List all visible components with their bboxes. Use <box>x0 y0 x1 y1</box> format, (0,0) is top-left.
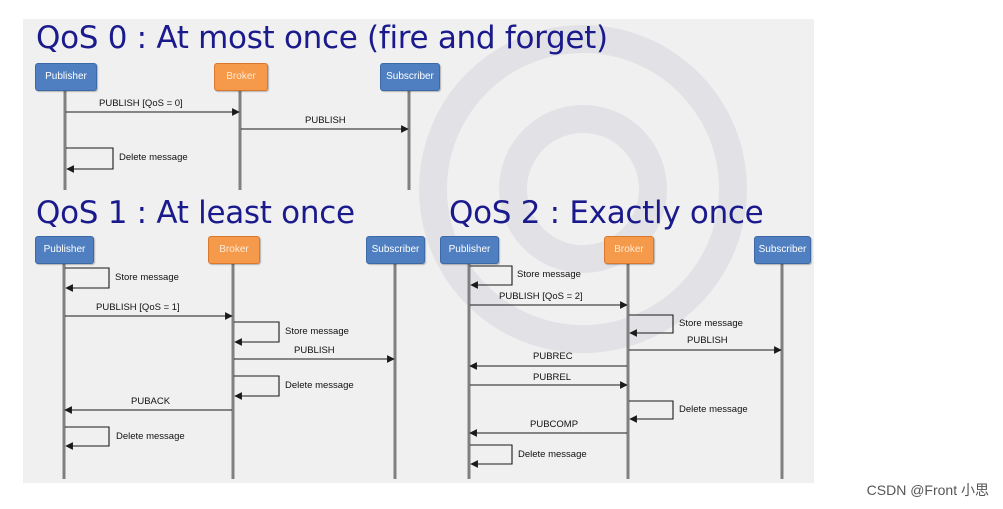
qos2-title: QoS 2 : Exactly once <box>449 195 764 231</box>
qos1-forward-label: PUBLISH <box>294 345 335 356</box>
qos2-store-broker-loop <box>629 314 674 337</box>
qos0-delete-label: Delete message <box>119 152 188 163</box>
sequence-arrows <box>62 25 784 479</box>
qos2-delete-pub-label: Delete message <box>518 449 587 460</box>
qos1-publisher-box: Publisher <box>35 236 94 264</box>
qos1-store-pub-label: Store message <box>115 272 179 283</box>
qos1-store-broker-loop <box>234 321 280 346</box>
qos2-pubrel-label: PUBREL <box>533 372 572 383</box>
qos2-pubrec-label: PUBREC <box>533 351 573 362</box>
qos0-delete-loop <box>66 147 114 173</box>
qos2-delete-pub-loop <box>470 444 513 468</box>
qos0-subscriber-box: Subscriber <box>380 63 440 91</box>
qos0-title: QoS 0 : At most once (fire and forget) <box>36 20 608 56</box>
qos2-store-broker-label: Store message <box>679 318 743 329</box>
qos2-publish-label: PUBLISH [QoS = 2] <box>499 291 583 302</box>
qos1-broker-box: Broker <box>208 236 260 264</box>
qos2-subscriber-box: Subscriber <box>754 236 811 264</box>
qos2-broker-box: Broker <box>604 236 654 264</box>
qos2-store-pub-loop <box>470 265 513 289</box>
qos2-store-pub-label: Store message <box>517 269 581 280</box>
lifelines <box>62 89 784 479</box>
qos1-delete-broker-label: Delete message <box>285 380 354 391</box>
qos1-store-pub-loop <box>65 267 110 292</box>
qos0-publish-label: PUBLISH [QoS = 0] <box>99 98 183 109</box>
qos1-title: QoS 1 : At least once <box>36 195 355 231</box>
csdn-watermark: CSDN @Front 小思 <box>866 482 989 498</box>
diagram-slide: QoS 0 : At most once (fire and forget) Q… <box>23 19 814 483</box>
qos2-forward-label: PUBLISH <box>687 335 728 346</box>
qos1-publish-label: PUBLISH [QoS = 1] <box>96 302 180 313</box>
qos2-publisher-box: Publisher <box>440 236 499 264</box>
qos0-forward-label: PUBLISH <box>305 115 346 126</box>
qos2-delete-broker-label: Delete message <box>679 404 748 415</box>
qos1-delete-pub-label: Delete message <box>116 431 185 442</box>
messages <box>64 108 782 468</box>
qos1-delete-pub-loop <box>65 426 110 450</box>
qos1-puback-label: PUBACK <box>131 396 171 407</box>
qos1-store-broker-label: Store message <box>285 326 349 337</box>
background-decoration <box>419 25 747 353</box>
qos0-broker-box: Broker <box>214 63 268 91</box>
qos1-subscriber-box: Subscriber <box>366 236 425 264</box>
qos2-delete-broker-loop <box>629 400 674 423</box>
qos1-delete-broker-loop <box>234 375 280 400</box>
qos0-publisher-box: Publisher <box>35 63 97 91</box>
qos2-pubcomp-label: PUBCOMP <box>530 419 579 430</box>
